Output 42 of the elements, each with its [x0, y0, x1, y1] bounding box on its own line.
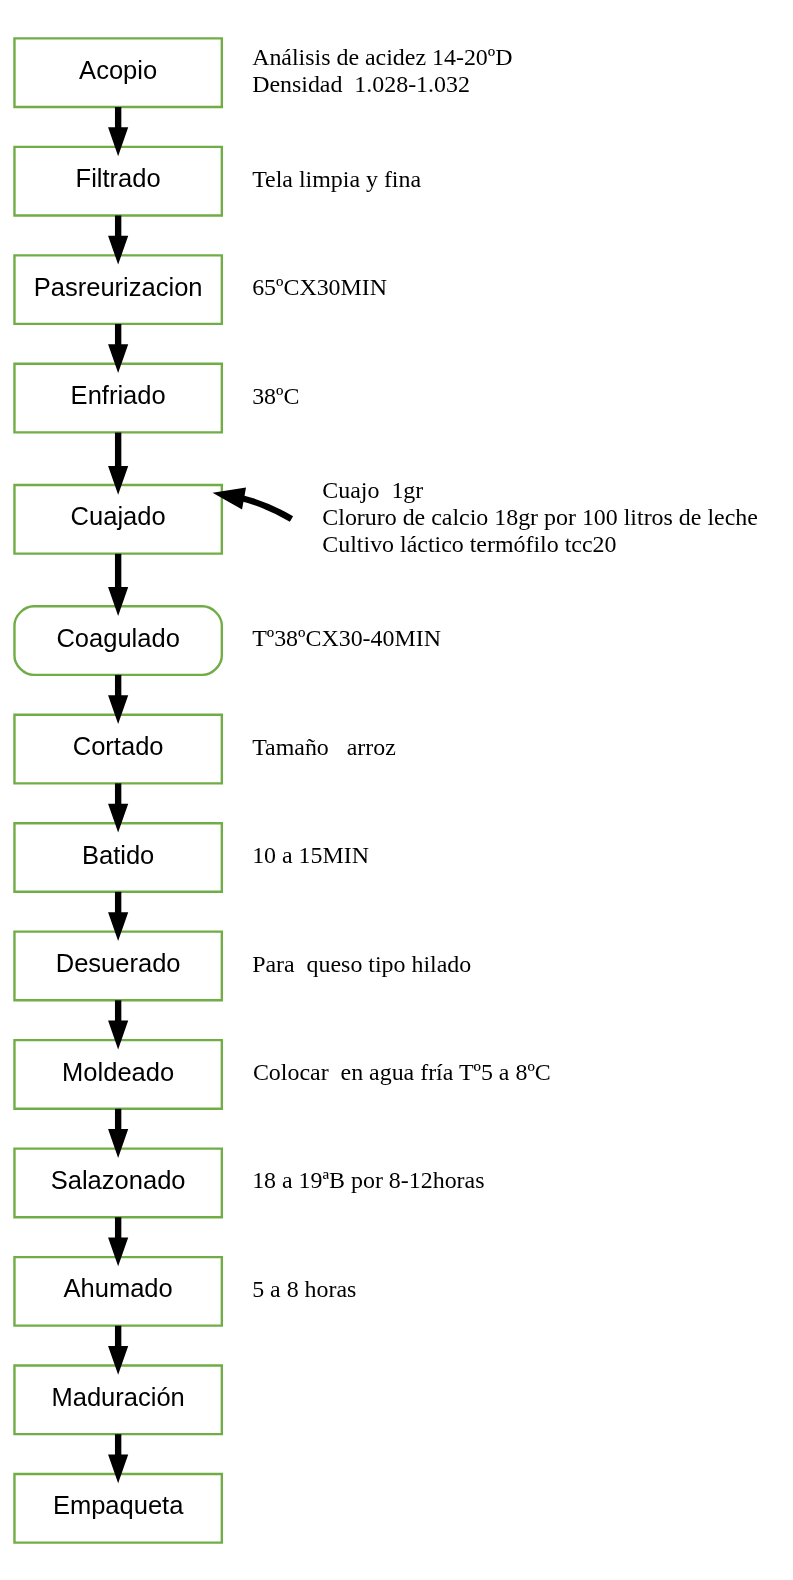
- arrow: [108, 999, 129, 1049]
- arrow: [108, 215, 129, 265]
- node-label: Análisis de acidez 14-20ºD: [252, 43, 513, 70]
- node-box: Cuajado: [13, 483, 224, 555]
- node-box: Batido: [13, 821, 224, 893]
- node-box: Pasreurizacion: [13, 253, 224, 325]
- node-box: Coagulado: [13, 604, 224, 676]
- node-box: Cortado: [13, 713, 224, 784]
- arrow: [108, 1433, 129, 1483]
- arrow: [108, 106, 129, 156]
- arrow: [108, 553, 129, 616]
- node-label: 10 a 15MIN: [252, 841, 369, 868]
- node-label: 65ºCX30MIN: [252, 273, 388, 300]
- node-label: Tamaño arroz: [252, 733, 396, 760]
- node-box: Enfriado: [13, 362, 224, 434]
- arrow: [108, 891, 129, 941]
- node-box: Ahumado: [13, 1255, 224, 1327]
- arrow: [212, 487, 294, 522]
- node-label: Cloruro de calcio 18gr por 100 litros de leche: [322, 503, 758, 530]
- node-label: Densidad 1.028-1.032: [252, 70, 470, 97]
- arrow: [108, 323, 129, 373]
- arrow: [108, 1325, 129, 1375]
- node-box: Maduración: [13, 1363, 224, 1435]
- node-box: Desuerado: [13, 929, 224, 1001]
- arrow: [108, 674, 129, 724]
- node-label: Cultivo láctico termófilo tcc20: [322, 530, 617, 557]
- node-box: Empaqueta: [13, 1472, 224, 1544]
- node-label: Tela limpia y fina: [252, 165, 422, 192]
- node-label: 18 a 19ªB por 8-12horas: [252, 1166, 485, 1193]
- node-box: Acopio: [13, 36, 224, 108]
- node-box: Moldeado: [13, 1038, 224, 1110]
- node-label: Para queso tipo hilado: [252, 950, 472, 977]
- arrow: [108, 782, 129, 832]
- node-label: Colocar en agua fría Tº5 a 8ºC: [252, 1058, 551, 1085]
- node-box: Filtrado: [13, 145, 224, 217]
- node-label: 5 a 8 horas: [252, 1275, 357, 1302]
- node-label: 38ºC: [252, 382, 300, 409]
- arrow: [108, 1216, 129, 1266]
- node-label: Cuajo 1gr: [322, 476, 424, 503]
- node-box: Salazonado: [13, 1146, 224, 1218]
- arrow: [108, 1108, 129, 1158]
- node-label: Tº38ºCX30-40MIN: [252, 624, 441, 651]
